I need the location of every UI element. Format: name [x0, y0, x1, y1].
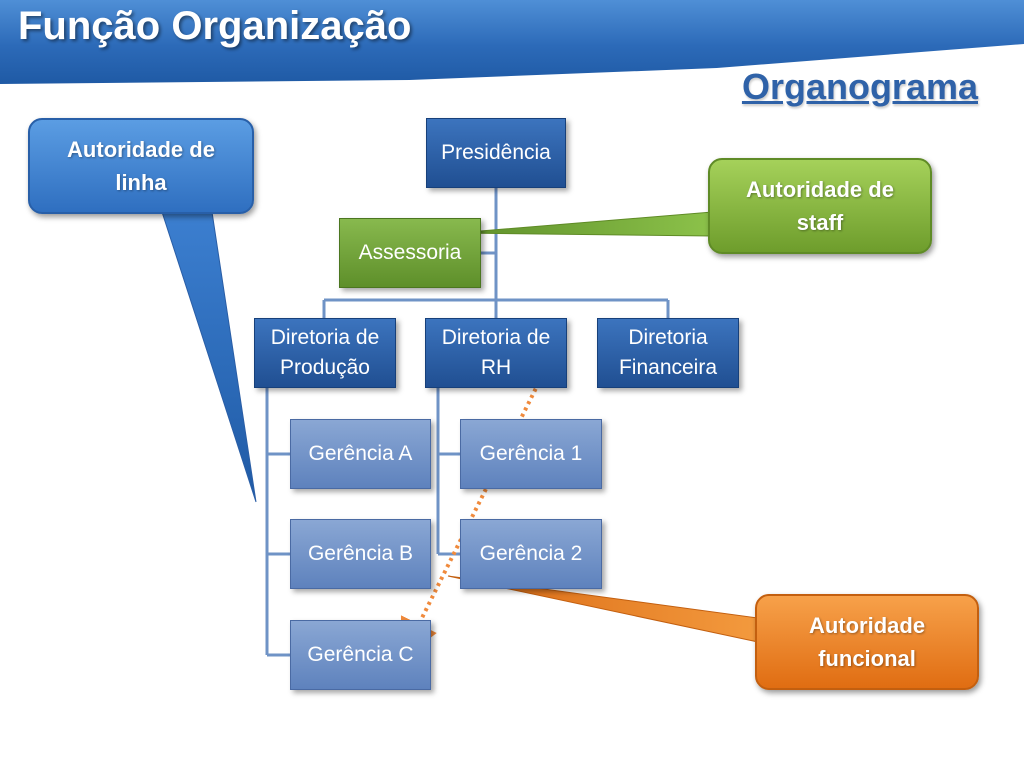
org-connectors	[265, 188, 670, 657]
box-diretoria-rh-label: Diretoria de RH	[441, 325, 551, 379]
box-assessoria-label: Assessoria	[358, 240, 462, 264]
box-diretoria-financeira: Diretoria Financeira	[597, 318, 739, 388]
box-presidencia: Presidência	[426, 118, 566, 188]
box-gerencia-2: Gerência 2	[460, 519, 602, 589]
callout-autoridade-funcional-text: Autoridade funcional	[808, 613, 926, 671]
box-gerencia-2-label: Gerência 2	[479, 541, 583, 565]
callout-autoridade-staff-text: Autoridade de staff	[746, 177, 894, 235]
slide-title: Função Organização	[18, 4, 412, 48]
callout-autoridade-linha: Autoridade de linha	[28, 118, 254, 214]
rh-branches	[438, 452, 460, 556]
functional-dotted-arrow	[400, 369, 547, 660]
staff-callout-pointer	[455, 211, 713, 237]
box-diretoria-producao: Diretoria de Produção	[254, 318, 396, 388]
box-presidencia-label: Presidência	[441, 140, 551, 164]
box-assessoria: Assessoria	[339, 218, 481, 288]
box-gerencia-c-label: Gerência C	[307, 642, 414, 666]
callout-autoridade-staff: Autoridade de staff	[708, 158, 932, 254]
callout-autoridade-linha-text: Autoridade de linha	[67, 137, 215, 195]
box-gerencia-1: Gerência 1	[460, 419, 602, 489]
producao-branches	[267, 452, 290, 657]
box-gerencia-1-label: Gerência 1	[479, 441, 583, 465]
box-gerencia-b-label: Gerência B	[307, 541, 414, 565]
box-gerencia-c: Gerência C	[290, 620, 431, 690]
line-callout-pointer	[161, 211, 257, 503]
box-diretoria-financeira-label: Diretoria Financeira	[618, 325, 718, 379]
box-gerencia-b: Gerência B	[290, 519, 431, 589]
callout-autoridade-funcional: Autoridade funcional	[755, 594, 979, 690]
box-diretoria-producao-label: Diretoria de Produção	[270, 325, 380, 379]
box-gerencia-a-label: Gerência A	[308, 441, 413, 465]
box-gerencia-a: Gerência A	[290, 419, 431, 489]
slide-subtitle: Organograma	[741, 66, 978, 107]
box-diretoria-rh: Diretoria de RH	[425, 318, 567, 388]
